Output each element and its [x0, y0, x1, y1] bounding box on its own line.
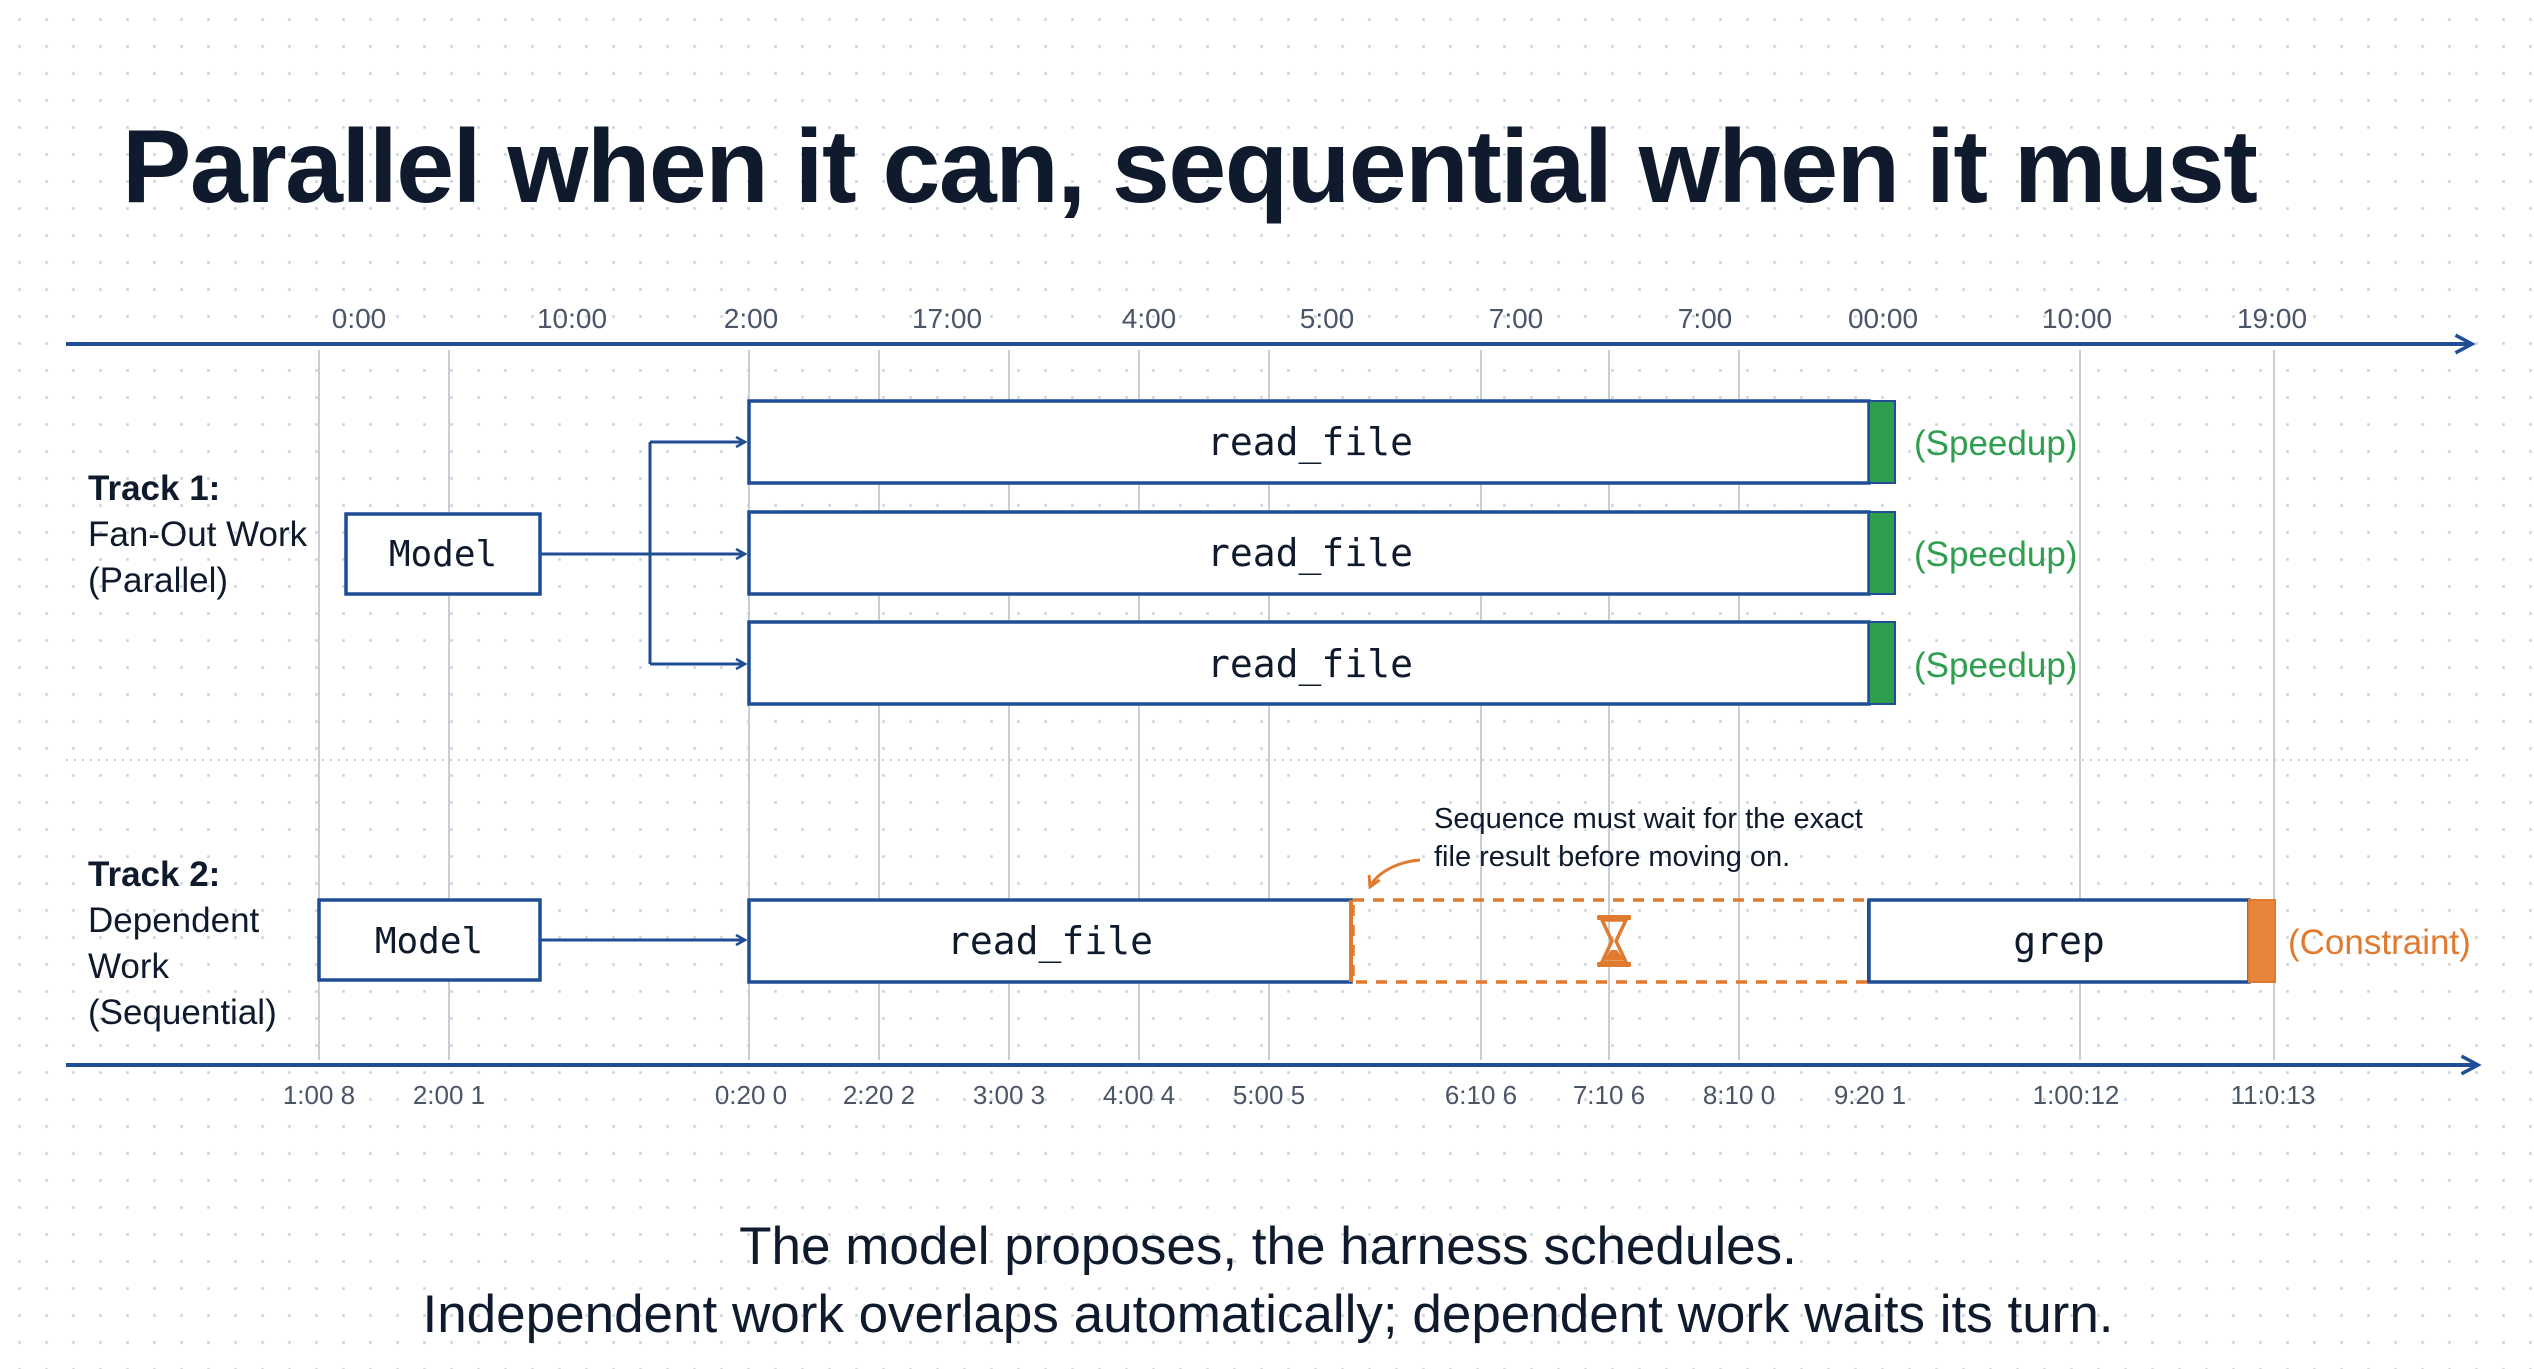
axis-tick-label: 5:00: [1300, 303, 1355, 334]
axis-tick-label: 5:00 5: [1233, 1080, 1305, 1110]
axis-tick-label: 10:00: [2042, 303, 2112, 334]
bar-label: read_file: [947, 919, 1153, 964]
bar-label: read_file: [1207, 642, 1413, 687]
axis-tick-label: 2:00: [724, 303, 779, 334]
fan-out-connectors: [540, 442, 745, 664]
track2-label: Track 2: Dependent Work (Sequential): [88, 855, 277, 1032]
track2-read-bar: read_file: [747, 898, 1353, 984]
axis-tick-label: 6:10 6: [1445, 1080, 1517, 1110]
track1-bar-3: read_file (Speedup): [747, 620, 2077, 706]
bar-label: read_file: [1207, 531, 1413, 576]
wait-segment: [1351, 898, 1871, 984]
track2-desc-line: (Sequential): [88, 993, 277, 1032]
speedup-note: (Speedup): [1914, 535, 2077, 574]
track1-desc-line: Fan-Out Work: [88, 515, 308, 554]
constraint-note: (Constraint): [2288, 923, 2471, 962]
axis-tick-label: 7:00: [1678, 303, 1733, 334]
track2-grep-bar: grep (Constraint): [1867, 898, 2471, 984]
curved-arrow-icon: [1370, 858, 1421, 887]
axis-tick-label: 4:00 4: [1103, 1080, 1175, 1110]
track1-model-box: Model: [344, 512, 542, 596]
track2-model-label: Model: [375, 921, 483, 962]
axis-tick-label: 17:00: [912, 303, 982, 334]
axis-tick-label: 00:00: [1848, 303, 1918, 334]
axis-tick-label: 19:00: [2237, 303, 2307, 334]
axis-tick-label: 1:00:12: [2033, 1080, 2120, 1110]
axis-tick-label: 4:00: [1122, 303, 1177, 334]
axis-tick-label: 2:20 2: [843, 1080, 915, 1110]
axis-tick-label: 3:00 3: [973, 1080, 1045, 1110]
top-axis-ticks: 0:00 10:00 2:00 17:00 4:00 5:00 7:00 7:00 00:00 1…: [332, 303, 2307, 334]
track1-bar-1: read_file (Speedup): [747, 399, 2077, 485]
constraint-marker: [2248, 899, 2276, 983]
axis-tick-label: 7:00: [1489, 303, 1544, 334]
track1-desc-line: (Parallel): [88, 561, 228, 600]
axis-tick-label: 8:10 0: [1703, 1080, 1775, 1110]
axis-tick-label: 10:00: [537, 303, 607, 334]
axis-tick-label: 7:10 6: [1573, 1080, 1645, 1110]
axis-tick-label: 2:00 1: [413, 1080, 485, 1110]
footer-line-1: The model proposes, the harness schedule…: [739, 1217, 1797, 1276]
axis-tick-label: 0:20 0: [715, 1080, 787, 1110]
bar-label: read_file: [1207, 420, 1413, 465]
track1-heading: Track 1:: [88, 469, 220, 508]
page-title: Parallel when it can, sequential when it…: [122, 109, 2257, 225]
track1-label: Track 1: Fan-Out Work (Parallel): [88, 469, 308, 600]
wait-annotation: Sequence must wait for the exact file re…: [1370, 803, 1863, 887]
track1-model-label: Model: [389, 534, 497, 575]
speedup-marker: [1868, 511, 1896, 595]
speedup-note: (Speedup): [1914, 424, 2077, 463]
hourglass-icon: [1597, 915, 1631, 967]
annotation-line: file result before moving on.: [1434, 841, 1790, 873]
speedup-marker: [1868, 621, 1896, 705]
speedup-marker: [1868, 400, 1896, 484]
track1-bar-2: read_file (Speedup): [747, 510, 2077, 596]
track2-desc-line: Dependent: [88, 901, 260, 940]
bar-label: grep: [2013, 919, 2105, 963]
axis-tick-label: 0:00: [332, 303, 387, 334]
axis-tick-label: 1:00 8: [283, 1080, 355, 1110]
axis-tick-label: 9:20 1: [1834, 1080, 1906, 1110]
track2-desc-line: Work: [88, 947, 170, 986]
bottom-axis-ticks: 1:00 8 2:00 1 0:20 0 2:20 2 3:00 3 4:00 4 5:00…: [283, 1080, 2316, 1110]
track2-model-box: Model: [317, 898, 542, 982]
track2-heading: Track 2:: [88, 855, 220, 894]
speedup-note: (Speedup): [1914, 646, 2077, 685]
footer-line-2: Independent work overlaps automatically;…: [422, 1285, 2113, 1344]
axis-tick-label: 11:0:13: [2231, 1080, 2316, 1110]
annotation-line: Sequence must wait for the exact: [1434, 803, 1863, 835]
